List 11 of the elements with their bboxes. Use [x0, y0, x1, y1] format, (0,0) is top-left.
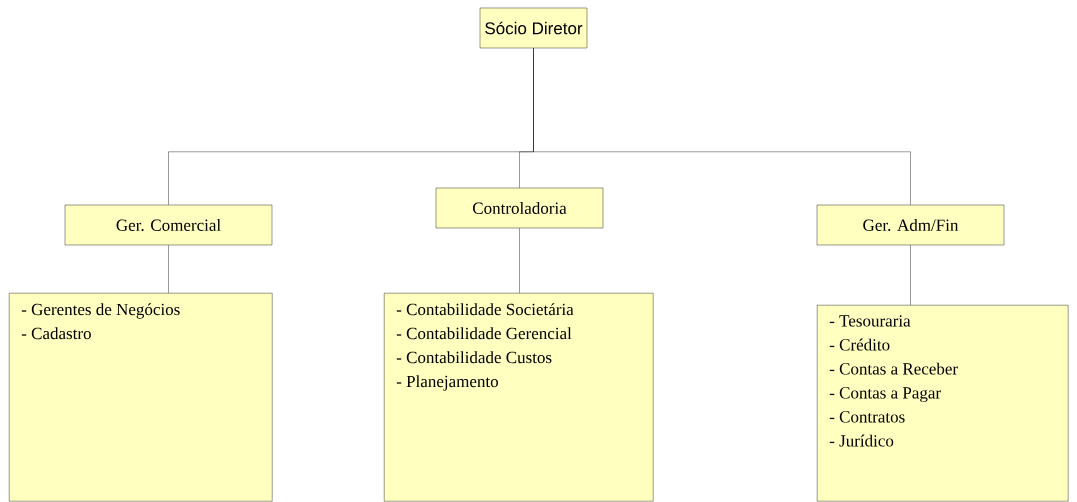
connector-line — [168, 245, 169, 294]
department-box: Ger. Comercial — [64, 204, 273, 246]
department-box: Ger. Adm/Fin — [816, 204, 1005, 246]
title-box: Sócio Diretor — [479, 7, 588, 49]
task-list-box: - Gerentes de Negócios - Cadastro — [9, 293, 273, 502]
connector-line — [910, 245, 911, 306]
department-box: Controladoria — [435, 187, 604, 229]
connector-line — [533, 48, 911, 205]
connector-line — [519, 228, 520, 294]
task-list-box: - Contabilidade Societária - Contabilidade Gerencial - Contabilidade Custos - Planejamento — [384, 293, 654, 502]
task-list-box: - Tesouraria - Crédito - Contas a Receber - Contas a Pagar - Contratos - Jurídico — [817, 305, 1069, 502]
